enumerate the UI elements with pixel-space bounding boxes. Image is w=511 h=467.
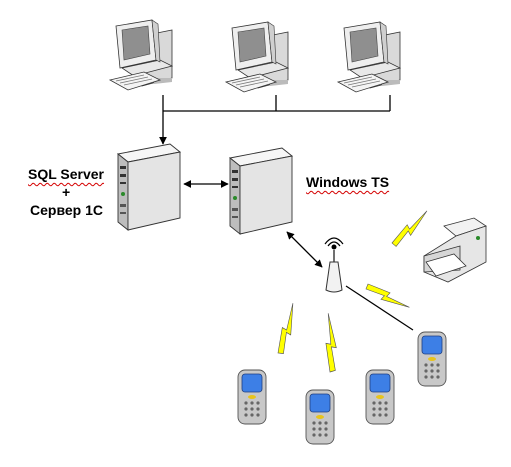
printer-icon <box>423 217 487 283</box>
sql-server-label: SQL Server <box>28 166 105 182</box>
plus-label: + <box>62 184 71 200</box>
workstation-1-icon <box>109 19 173 91</box>
wireless-signal-terminal-2-icon <box>317 312 346 374</box>
ts-to-ap-link <box>286 231 323 268</box>
workstation-2-icon <box>225 21 289 93</box>
sql-server-icon <box>117 143 181 231</box>
mobile-terminal-1-icon <box>237 369 267 425</box>
network-bus <box>159 95 391 145</box>
wireless-signal-terminal-1-icon <box>267 302 308 356</box>
server-1c-label: Сервер 1С <box>30 202 103 218</box>
mobile-terminal-4-icon <box>417 331 447 387</box>
windows-ts-server-icon <box>229 147 293 235</box>
windows-ts-label: Windows TS <box>306 174 390 190</box>
wireless-signal-printer-icon <box>386 210 436 248</box>
mobile-terminal-2-icon <box>305 389 335 445</box>
wireless-access-point-icon <box>324 237 344 293</box>
mobile-terminal-3-icon <box>365 369 395 425</box>
workstation-3-icon <box>337 21 401 93</box>
ap-link-terminal-4 <box>345 285 414 331</box>
